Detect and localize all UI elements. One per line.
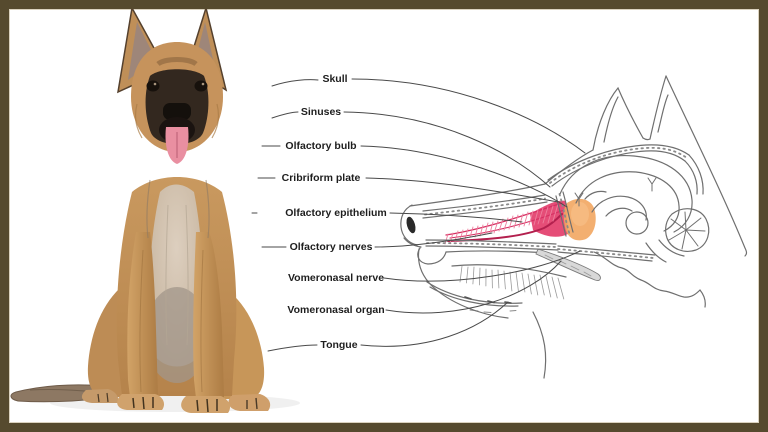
head-anatomy-sketch: [400, 75, 748, 379]
leader-stub-tongue: [267, 344, 318, 352]
leader-stub-sinuses: [271, 111, 299, 119]
dog-rear-paw-left: [81, 389, 119, 403]
dog-nose: [163, 103, 191, 120]
leader-tongue: [360, 301, 509, 347]
dog-eye-right: [194, 80, 208, 92]
cribriform-plate-lines: [555, 191, 574, 237]
throat-line: [532, 311, 547, 379]
dog-ear-left-inner: [128, 22, 156, 80]
skull-base-wavy-line: [593, 251, 706, 308]
dog-photo: [10, 9, 300, 413]
figure-content: Skull Sinuses Olfactory bulb Cribriform …: [9, 9, 759, 423]
dog-eye-left: [146, 80, 160, 92]
nostril: [406, 216, 416, 234]
thalamus-circle: [625, 211, 649, 235]
forehead-outline: [544, 149, 594, 185]
olfactory-bulb-highlight-soft: [571, 202, 589, 226]
leader-vomeronasal-organ: [385, 260, 562, 314]
muzzle-top-outline: [409, 183, 546, 207]
sketch-ear-front: [592, 86, 644, 151]
tongue-sketch: [426, 264, 567, 313]
cerebellum: [665, 208, 710, 252]
leader-olfactory-epithelium: [389, 212, 523, 223]
leader-olfactory-nerves: [374, 232, 493, 248]
back-of-head-outline: [665, 75, 748, 257]
dog-belly: [145, 287, 209, 383]
leader-olfactory-bulb: [360, 145, 568, 208]
leader-cribriform-plate: [365, 177, 559, 203]
leader-sinuses: [343, 111, 551, 188]
leader-stub-skull: [271, 79, 319, 87]
nasal-bone-lower: [425, 239, 559, 251]
incisor-outline: [417, 247, 447, 265]
dog-front-paw-left: [117, 394, 165, 410]
leader-lines: [251, 78, 586, 352]
dog-front-leg-left: [127, 232, 158, 397]
nose-outline: [400, 204, 418, 246]
olfactory-nerve-lines: [444, 202, 565, 245]
dog-rear-paw-right: [228, 394, 271, 411]
skull-bone-band: [547, 144, 704, 195]
sketch-ear-back: [649, 75, 669, 140]
leader-vomeronasal-nerve: [383, 250, 581, 282]
brain-gyri: [559, 154, 693, 233]
palate-band: [557, 245, 656, 262]
jaw-outline: [417, 248, 509, 319]
dog-front-paw-right: [181, 396, 231, 413]
leader-skull: [351, 78, 586, 154]
